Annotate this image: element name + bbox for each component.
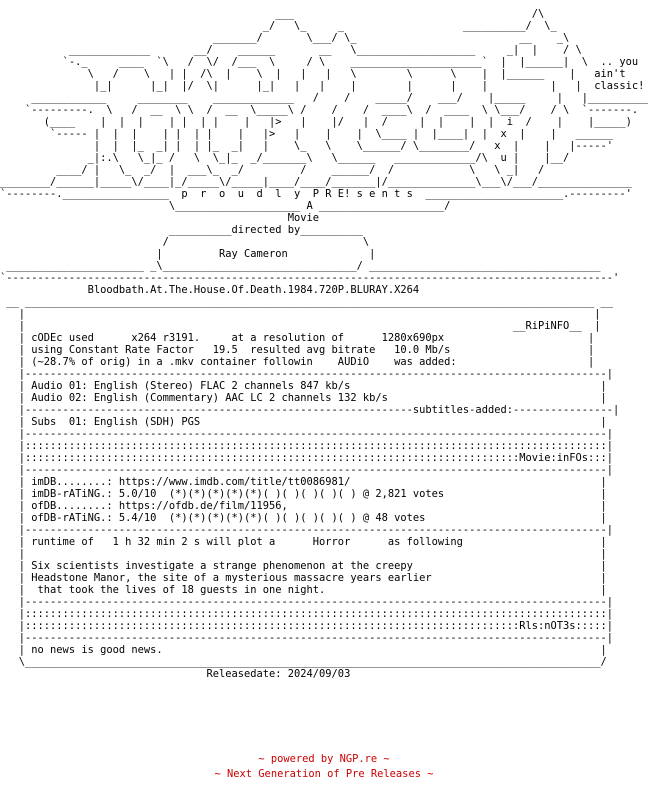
nfo-document: ___ /\ _/ \_ _ __________/ \_ _______/ \…	[0, 8, 648, 680]
footer-tagline: ~ Next Generation of Pre Releases ~	[214, 768, 434, 780]
footer-powered-by: ~ powered by NGP.re ~	[258, 753, 390, 765]
